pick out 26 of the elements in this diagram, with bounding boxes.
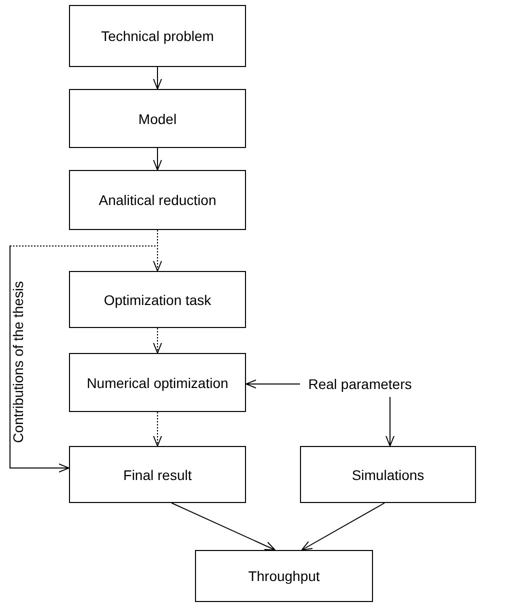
process-box [69, 446, 246, 503]
arrow [153, 148, 162, 170]
node-label: Throughput [248, 568, 320, 584]
arrow [153, 328, 162, 354]
process-box [69, 5, 246, 67]
node-label: Optimization task [104, 292, 212, 308]
process-box [69, 170, 246, 230]
process-box [69, 89, 246, 148]
arrow [171, 502, 276, 550]
process-box [300, 446, 476, 503]
process-box [69, 353, 246, 412]
arrow [386, 396, 394, 446]
arrow [153, 412, 162, 446]
arrow [246, 380, 300, 388]
node-label: Simulations [352, 466, 424, 482]
node-label: Final result [123, 466, 192, 482]
node-label: Model [138, 110, 177, 126]
node-label: Technical problem [101, 28, 214, 44]
node-label: Real parameters [308, 376, 412, 392]
node-label: Analitical reduction [98, 192, 216, 208]
process-box [69, 271, 246, 328]
node-label: Numerical optimization [86, 374, 228, 390]
arrow [153, 66, 162, 90]
arrow [301, 502, 385, 550]
process-box [195, 550, 373, 602]
side-label: Contributions of the thesis [10, 280, 26, 445]
